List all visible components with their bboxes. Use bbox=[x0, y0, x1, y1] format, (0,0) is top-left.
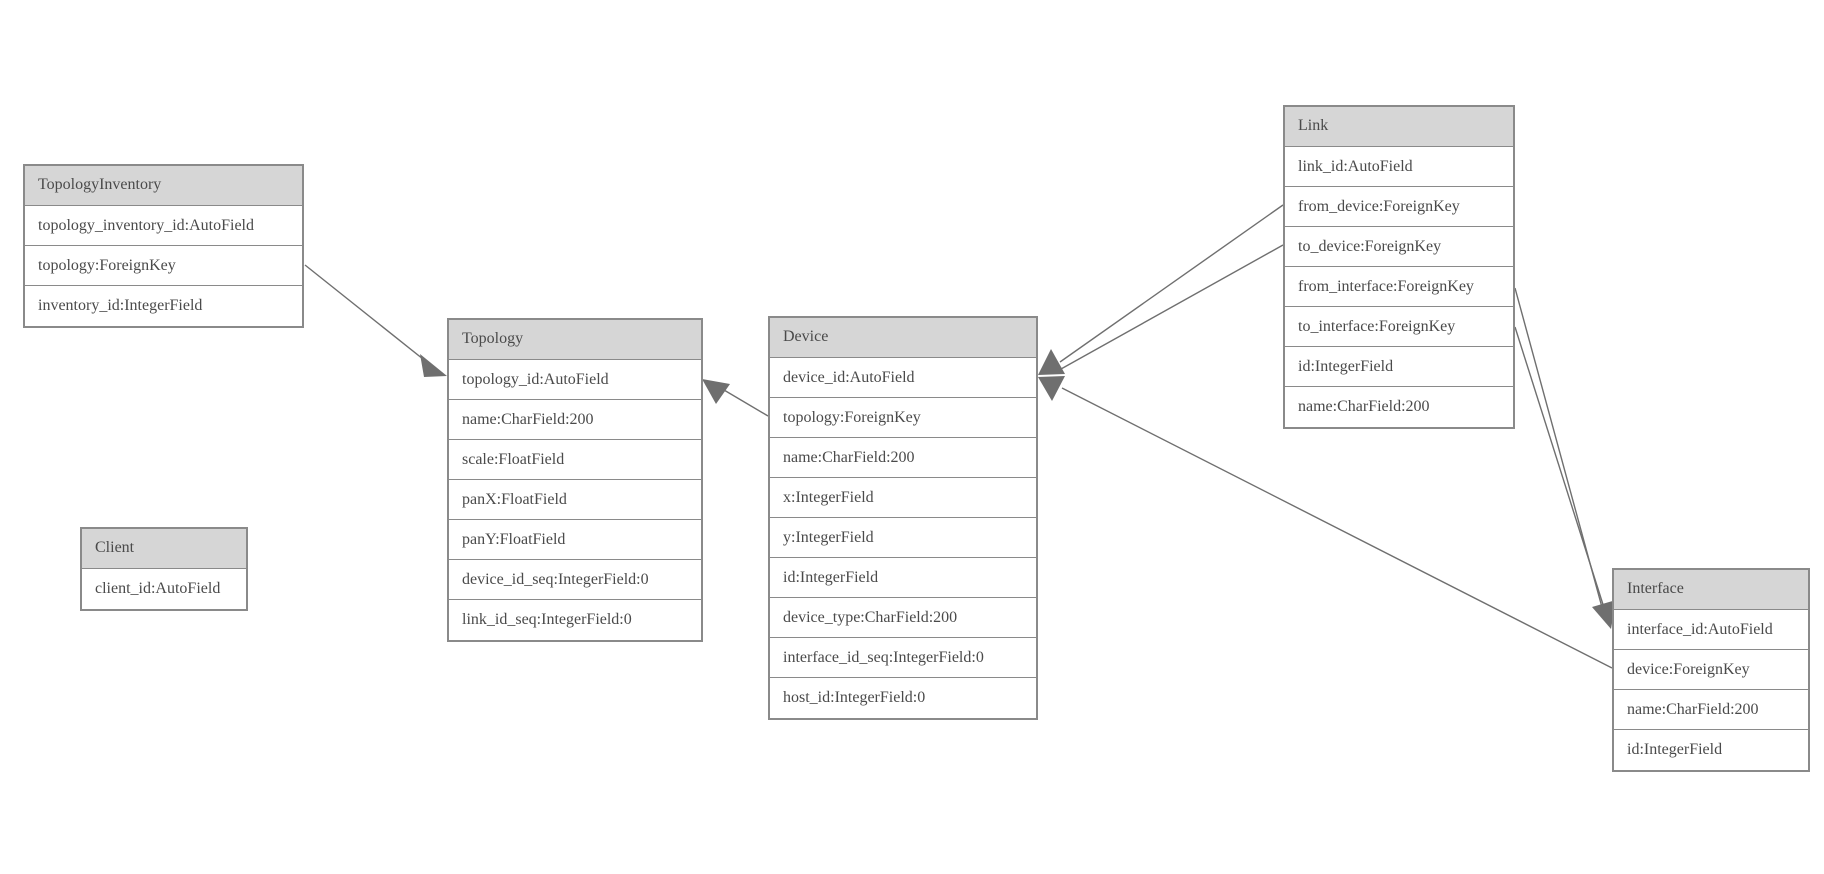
table-field: name:CharField:200 bbox=[1285, 387, 1513, 427]
table-field: topology:ForeignKey bbox=[770, 398, 1036, 438]
table-field: to_interface:ForeignKey bbox=[1285, 307, 1513, 347]
table-field: from_interface:ForeignKey bbox=[1285, 267, 1513, 307]
table-field: topology_id:AutoField bbox=[449, 360, 701, 400]
table-field: panX:FloatField bbox=[449, 480, 701, 520]
entity-table-client: Client client_id:AutoField bbox=[80, 527, 248, 611]
table-field: device_id:AutoField bbox=[770, 358, 1036, 398]
table-field: from_device:ForeignKey bbox=[1285, 187, 1513, 227]
edge-link-todevice-device bbox=[1060, 244, 1284, 370]
table-title: Device bbox=[770, 318, 1036, 358]
entity-table-device: Device device_id:AutoField topology:Fore… bbox=[768, 316, 1038, 720]
table-field: id:IntegerField bbox=[1285, 347, 1513, 387]
table-field: name:CharField:200 bbox=[770, 438, 1036, 478]
entity-table-link: Link link_id:AutoField from_device:Forei… bbox=[1283, 105, 1515, 429]
edge-link-tointerface-interface bbox=[1514, 326, 1607, 615]
table-field: client_id:AutoField bbox=[82, 569, 246, 609]
table-field: id:IntegerField bbox=[770, 558, 1036, 598]
table-field: device:ForeignKey bbox=[1614, 650, 1808, 690]
table-field: name:CharField:200 bbox=[449, 400, 701, 440]
table-field: id:IntegerField bbox=[1614, 730, 1808, 770]
table-field: link_id:AutoField bbox=[1285, 147, 1513, 187]
edge-interface-device bbox=[1061, 387, 1613, 669]
arrowhead-topologyinventory-topology bbox=[420, 354, 447, 377]
edge-device-topology bbox=[723, 389, 769, 417]
table-field: x:IntegerField bbox=[770, 478, 1036, 518]
table-field: inventory_id:IntegerField bbox=[25, 286, 302, 326]
table-field: name:CharField:200 bbox=[1614, 690, 1808, 730]
table-field: topology_inventory_id:AutoField bbox=[25, 206, 302, 246]
table-field: topology:ForeignKey bbox=[25, 246, 302, 286]
table-title: Link bbox=[1285, 107, 1513, 147]
table-field: scale:FloatField bbox=[449, 440, 701, 480]
table-field: link_id_seq:IntegerField:0 bbox=[449, 600, 701, 640]
table-field: interface_id_seq:IntegerField:0 bbox=[770, 638, 1036, 678]
table-field: panY:FloatField bbox=[449, 520, 701, 560]
table-field: host_id:IntegerField:0 bbox=[770, 678, 1036, 718]
entity-table-topology: Topology topology_id:AutoField name:Char… bbox=[447, 318, 703, 642]
arrowhead-link-interface bbox=[1592, 600, 1616, 629]
table-field: device_type:CharField:200 bbox=[770, 598, 1036, 638]
table-field: interface_id:AutoField bbox=[1614, 610, 1808, 650]
table-title: TopologyInventory bbox=[25, 166, 302, 206]
table-field: to_device:ForeignKey bbox=[1285, 227, 1513, 267]
arrowhead-interface-device bbox=[1038, 376, 1065, 401]
table-title: Interface bbox=[1614, 570, 1808, 610]
entity-table-topologyinventory: TopologyInventory topology_inventory_id:… bbox=[23, 164, 304, 328]
table-field: device_id_seq:IntegerField:0 bbox=[449, 560, 701, 600]
table-title: Topology bbox=[449, 320, 701, 360]
table-field: y:IntegerField bbox=[770, 518, 1036, 558]
entity-table-interface: Interface interface_id:AutoField device:… bbox=[1612, 568, 1810, 772]
arrowhead-link-device bbox=[1038, 349, 1065, 375]
arrowhead-device-topology bbox=[702, 379, 730, 404]
edge-link-fromdevice-device bbox=[1059, 204, 1284, 363]
edge-topologyinventory-topology bbox=[304, 264, 439, 372]
table-title: Client bbox=[82, 529, 246, 569]
